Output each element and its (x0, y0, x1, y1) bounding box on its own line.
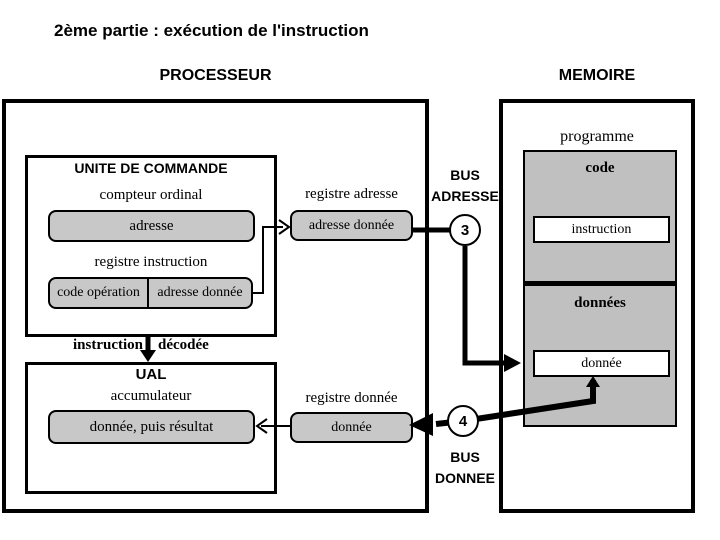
data-bus-label-line1: BUS (450, 449, 480, 465)
decoded-instruction-label-left: instruction (72, 337, 143, 353)
program-label: programme (560, 128, 634, 145)
instruction-register: code opération adresse donnée (48, 277, 253, 309)
alu-title: UAL (135, 366, 167, 383)
address-bus-label-line2: ADRESSE (431, 188, 499, 204)
data-section-label: données (574, 295, 626, 311)
decoded-instruction-label-right: décodée (158, 337, 209, 353)
alu-box (25, 362, 277, 494)
memory-cells-block (523, 150, 677, 427)
step-3-badge: 3 (449, 214, 481, 246)
address-bus-label: BUS ADRESSE (421, 165, 509, 207)
program-counter-register: adresse (48, 210, 255, 242)
opcode-field: code opération (50, 279, 149, 307)
slide-title: 2ème partie : exécution de l'instruction (54, 21, 369, 40)
processor-box (2, 99, 429, 513)
memory-section-divider (523, 281, 677, 286)
address-register-label: registre adresse (305, 186, 398, 202)
program-counter-label: compteur ordinal (99, 187, 203, 203)
code-section-label: code (585, 160, 615, 176)
operand-field: adresse donnée (157, 285, 243, 300)
address-register: adresse donnée (290, 210, 413, 241)
data-register-label: registre donnée (305, 390, 398, 406)
memory-instruction-cell: instruction (533, 216, 670, 243)
step-4-badge: 4 (447, 405, 479, 437)
memory-data-cell: donnée (533, 350, 670, 377)
data-bus-label: BUS DONNEE (421, 447, 509, 489)
data-bus-label-line2: DONNEE (435, 470, 495, 486)
control-unit-title: UNITE DE COMMANDE (74, 160, 228, 176)
data-register: donnée (290, 412, 413, 443)
address-bus-label-line1: BUS (450, 167, 480, 183)
accumulator-label: accumulateur (110, 388, 192, 404)
control-unit-box (25, 155, 277, 337)
memory-header: MEMOIRE (558, 67, 636, 84)
accumulator-register: donnée, puis résultat (48, 410, 255, 444)
instruction-register-label: registre instruction (94, 254, 208, 270)
processor-header: PROCESSEUR (159, 67, 272, 84)
